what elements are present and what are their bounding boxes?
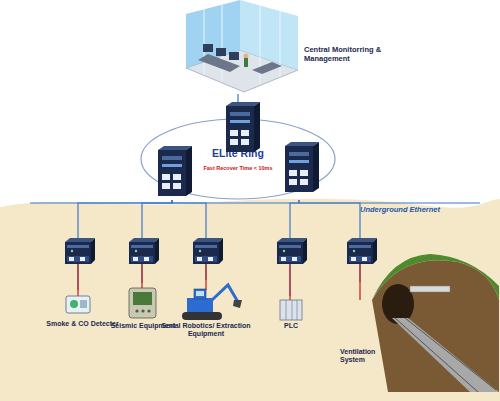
switch-icon [158,146,192,196]
serial-wire [78,264,360,300]
node-label: Central Monitorring & Management [304,46,399,63]
ethernet-bus [30,202,480,203]
network-link [172,200,206,280]
ground-fill [0,199,500,401]
switch-icon [285,142,319,192]
ring-title: ELite Ring [188,147,288,159]
device-node: Ventilation System [335,282,495,372]
tunnel-illustration [372,254,499,392]
ring-note: Fast Recover Time < 10ms [178,165,298,171]
converter-icon [65,238,95,264]
underground-band: Underground EthernetSmoke & CO Detecter S… [0,195,500,401]
ring-ellipse [141,119,335,199]
network-link [142,200,172,283]
device-label: PLC [271,322,311,330]
plc-icon [280,300,302,320]
converter-icon [277,238,307,264]
device-label: Ventilation System [340,348,390,364]
control-room-node: Central Monitorring & Management [182,2,298,94]
control-room-illustration [186,0,298,92]
converter-icon [347,238,377,264]
band-label: Underground Ethernet [360,206,480,215]
network-link [299,200,360,282]
network-link [237,94,238,118]
device-node: Smoke & CO Detecter [45,290,120,332]
ground-band [0,195,500,401]
switch-icon [226,102,260,152]
converter-icon [129,238,159,264]
seismic-icon [129,288,156,318]
device-node: Serial Robotics/ Extraction Equipment [160,280,252,346]
ring-node: ELite RingFast Recover Time < 10ms [140,118,336,200]
detector-icon [66,296,90,313]
network-link [78,200,172,290]
network-link [290,200,299,296]
excavator-icon [182,285,242,320]
device-label: Serial Robotics/ Extraction Equipment [160,322,252,338]
converter-icon [193,238,223,264]
device-label: Smoke & CO Detecter [45,320,120,328]
device-node: PLC [271,296,311,336]
